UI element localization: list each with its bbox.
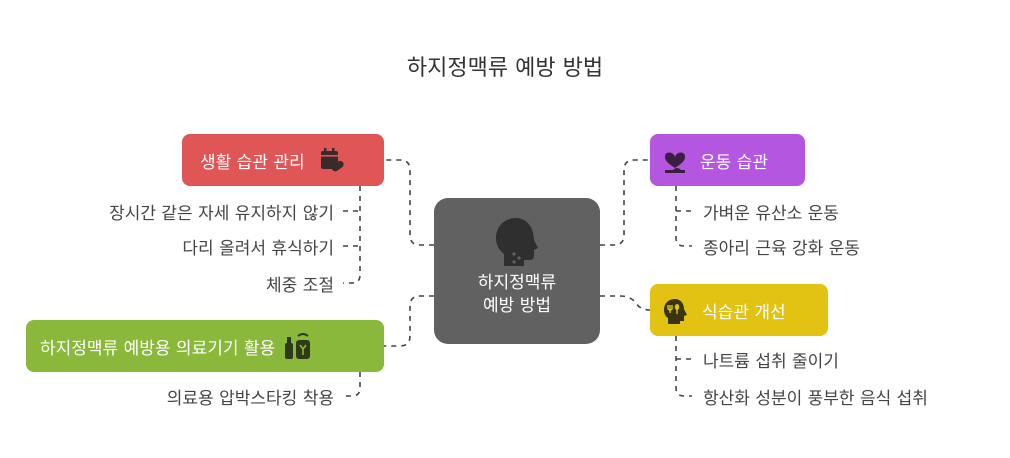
- diagram-title: 하지정맥류 예방 방법: [406, 56, 604, 81]
- lifestyle-item: 장시간 같은 자세 유지하지 않기: [109, 204, 334, 224]
- connector-device-items: [343, 372, 361, 397]
- lifestyle-item: 다리 올려서 휴식하기: [182, 239, 334, 259]
- connector-diet-items: [675, 336, 692, 397]
- head-icon: [496, 218, 538, 266]
- branch-exercise-label: 운동 습관: [700, 152, 768, 173]
- head-food-icon: [660, 295, 690, 325]
- diet-item: 나트륨 섭취 줄이기: [703, 352, 839, 372]
- branch-diet: 식습관 개선: [650, 284, 828, 336]
- connector-lifestyle-items: [343, 186, 361, 284]
- device-icon: [283, 331, 313, 361]
- connector-exercise: [600, 159, 650, 246]
- branch-device-label: 하지정맥류 예방용 의료기기 활용: [40, 338, 276, 359]
- exercise-item: 가벼운 유산소 운동: [703, 204, 839, 224]
- diet-item: 항산화 성분이 풍부한 음식 섭취: [703, 389, 928, 409]
- branch-exercise: 운동 습관: [650, 134, 805, 186]
- connector-diet: [600, 295, 651, 311]
- connector-device: [384, 295, 434, 347]
- heart-muscle-icon: [660, 145, 690, 175]
- connector-lifestyle: [384, 159, 434, 246]
- connector-exercise-items: [675, 186, 692, 247]
- branch-device: 하지정맥류 예방용 의료기기 활용: [26, 320, 384, 372]
- calendar-pill-icon: [317, 145, 347, 175]
- center-label-line1: 하지정맥류: [477, 273, 557, 293]
- device-item: 의료용 압박스타킹 착용: [166, 389, 334, 409]
- center-label-line2: 예방 방법: [483, 296, 551, 316]
- branch-diet-label: 식습관 개선: [702, 302, 786, 323]
- branch-lifestyle: 생활 습관 관리: [182, 134, 384, 186]
- lifestyle-item: 체중 조절: [266, 276, 334, 296]
- branch-lifestyle-label: 생활 습관 관리: [200, 152, 305, 173]
- center-node: 하지정맥류 예방 방법: [434, 198, 600, 344]
- exercise-item: 종아리 근육 강화 운동: [703, 239, 860, 259]
